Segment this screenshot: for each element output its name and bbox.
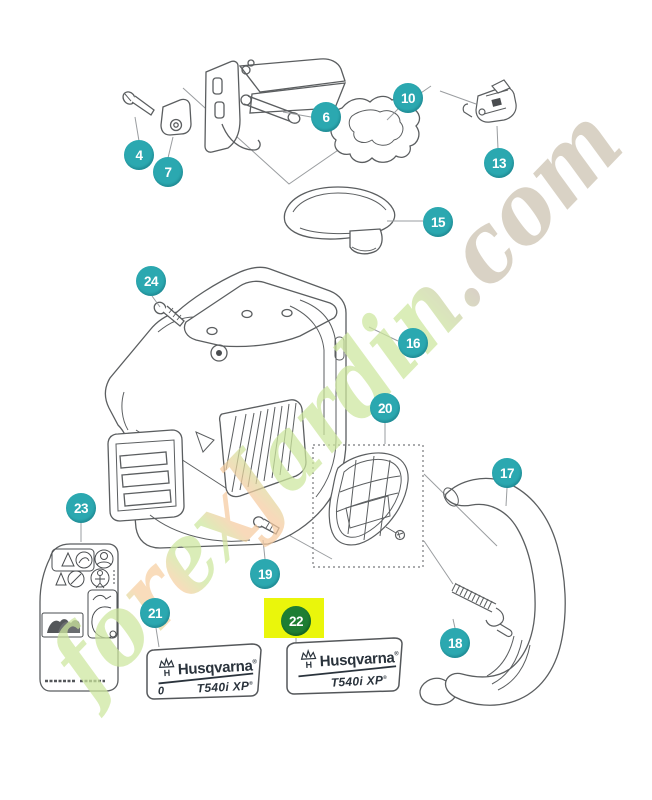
- callout-4[interactable]: 4: [124, 140, 154, 170]
- callout-13[interactable]: 13: [484, 148, 514, 178]
- brand-wordmark: Husqvarna®: [319, 649, 400, 670]
- callout-10[interactable]: 10: [393, 83, 423, 113]
- callout-18[interactable]: 18: [440, 628, 470, 658]
- part-filter-screw: [385, 526, 406, 541]
- part-clamp-7: [160, 98, 192, 136]
- part-label-22: H Husqvarna® T540i XP®: [286, 637, 403, 695]
- callout-16[interactable]: 16: [398, 328, 428, 358]
- part-top-cover-15: [283, 186, 396, 255]
- callout-7[interactable]: 7: [153, 157, 183, 187]
- callout-21[interactable]: 21: [140, 598, 170, 628]
- part-label-21: H Husqvarna® 0 T540i XP®: [146, 643, 262, 700]
- model-name: T540i XP®: [330, 673, 387, 690]
- dashed-selection-box: [312, 444, 424, 568]
- husqvarna-crown-icon: H: [300, 648, 317, 670]
- part-screw-19: [252, 516, 280, 535]
- callout-19[interactable]: 19: [250, 559, 280, 589]
- callout-20[interactable]: 20: [370, 393, 400, 423]
- husqvarna-crown-icon: H: [158, 657, 175, 678]
- part-spring-18: [451, 582, 513, 638]
- callout-6[interactable]: 6: [311, 102, 341, 132]
- part-air-filter-20: [312, 444, 424, 568]
- logo-letter: H: [163, 668, 170, 678]
- callout-15[interactable]: 15: [423, 207, 453, 237]
- callout-leader-lines: [80, 106, 508, 651]
- logo-letter: H: [305, 660, 312, 670]
- part-handle-17: [419, 477, 566, 706]
- callout-22-highlighted[interactable]: 22: [281, 606, 311, 636]
- label-prefix: 0: [158, 685, 166, 697]
- callout-17[interactable]: 17: [492, 458, 522, 488]
- callout-24[interactable]: 24: [136, 266, 166, 296]
- part-main-body-16: [104, 266, 347, 549]
- part-gasket-10: [330, 95, 421, 164]
- part-screw-24: [153, 301, 185, 327]
- part-carburetor-13: [462, 79, 517, 123]
- model-name: T540i XP®: [196, 679, 253, 696]
- callout-23[interactable]: 23: [66, 493, 96, 523]
- part-safety-decal-23: [39, 543, 119, 692]
- brand-wordmark: Husqvarna®: [177, 657, 258, 678]
- part-screw-4: [122, 91, 155, 116]
